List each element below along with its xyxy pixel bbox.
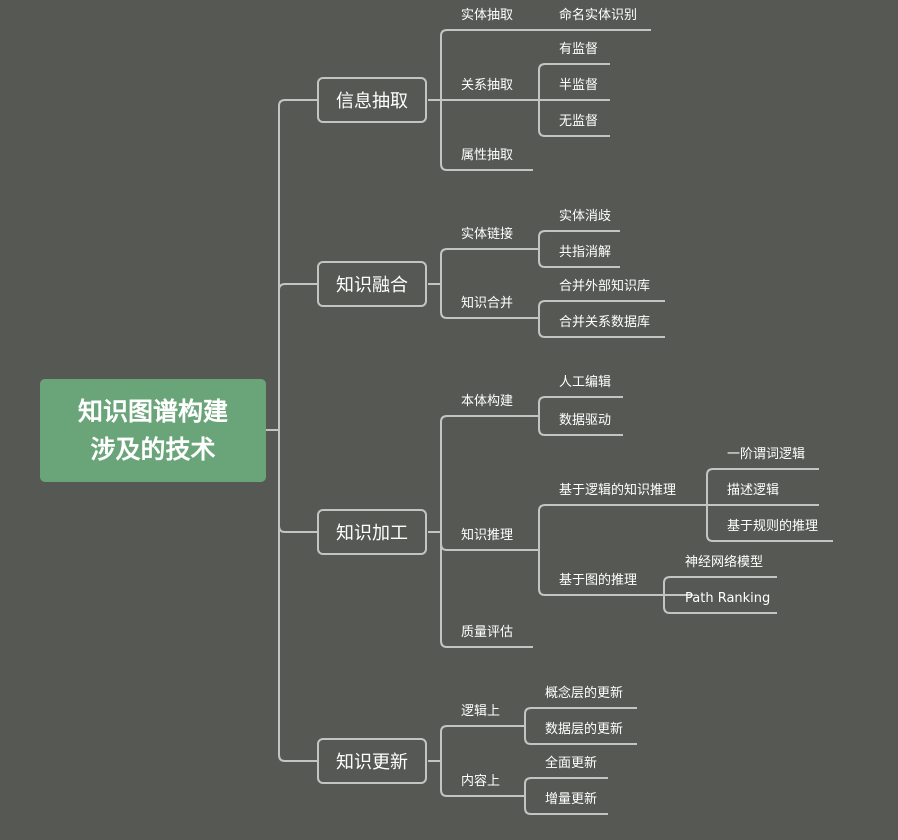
logical-connector-0 <box>524 707 637 726</box>
leaf-data-driven[interactable]: 数据驱动 <box>559 413 612 428</box>
linking-connector-1 <box>538 249 620 268</box>
subtopic-graph-based-reasoning[interactable]: 基于图的推理 <box>559 573 638 588</box>
relation-connector-2 <box>538 100 610 137</box>
processing-connector-0 <box>440 415 533 532</box>
subtopic-logic-based-reasoning[interactable]: 基于逻辑的知识推理 <box>559 483 677 498</box>
logic-connector-a-0 <box>706 468 819 505</box>
content-connector-1 <box>524 796 608 815</box>
merging-connector-1 <box>538 318 665 338</box>
root-connector-0 <box>278 99 317 430</box>
graph-connector-1 <box>663 595 777 614</box>
leaf-merge-external-kb[interactable]: 合并外部知识库 <box>559 279 651 294</box>
leaf-named-entity-recognition[interactable]: 命名实体识别 <box>559 8 638 23</box>
fusion-connector-1 <box>440 284 533 319</box>
root-topic-line-1: 知识图谱构建 <box>77 396 228 426</box>
content-connector-0 <box>524 777 608 796</box>
leaf-path-ranking[interactable]: Path Ranking <box>685 591 771 606</box>
ontology-connector-1 <box>538 416 623 436</box>
leaf-neural-network-model[interactable]: 神经网络模型 <box>685 555 764 570</box>
topic-knowledge-update[interactable]: 知识更新 <box>317 738 427 784</box>
topic-info-extraction[interactable]: 信息抽取 <box>317 77 427 123</box>
leaf-coreference-resolution[interactable]: 共指消解 <box>559 245 612 260</box>
relation-connector-0 <box>538 63 610 100</box>
subtopic-quality-assessment[interactable]: 质量评估 <box>461 625 514 640</box>
root-connector-2 <box>278 430 317 533</box>
subtopic-content-level[interactable]: 内容上 <box>461 774 501 789</box>
leaf-first-order-logic[interactable]: 一阶谓词逻辑 <box>727 447 806 462</box>
leaf-manual-editing[interactable]: 人工编辑 <box>559 375 612 390</box>
subtopic-entity-linking[interactable]: 实体链接 <box>461 227 514 242</box>
logical-connector-1 <box>524 726 637 745</box>
root-connector-3 <box>278 430 317 762</box>
subtopic-ontology-construction[interactable]: 本体构建 <box>461 394 514 409</box>
subtopic-attribute-extraction[interactable]: 属性抽取 <box>461 148 514 163</box>
linking-connector-0 <box>538 230 620 249</box>
reasoning-connector-1 <box>538 550 693 596</box>
leaf-data-layer-update[interactable]: 数据层的更新 <box>545 722 624 737</box>
logic-connector-b-0 <box>706 505 833 542</box>
info-connector-0 <box>440 29 533 100</box>
leaf-unsupervised[interactable]: 无监督 <box>559 114 599 129</box>
subtopic-entity-extraction[interactable]: 实体抽取 <box>461 8 514 23</box>
subtopic-relation-extraction[interactable]: 关系抽取 <box>461 78 514 93</box>
merging-connector-0 <box>538 300 665 318</box>
leaf-incremental-update[interactable]: 增量更新 <box>545 792 598 807</box>
leaf-concept-layer-update[interactable]: 概念层的更新 <box>545 686 624 701</box>
leaf-entity-disambiguation[interactable]: 实体消歧 <box>559 209 612 224</box>
leaf-description-logic[interactable]: 描述逻辑 <box>727 483 780 498</box>
graph-connector-0 <box>663 576 777 595</box>
reasoning-connector-0 <box>538 504 693 550</box>
subtopic-knowledge-reasoning[interactable]: 知识推理 <box>461 528 514 543</box>
root-topic[interactable]: 知识图谱构建 涉及的技术 <box>40 379 266 482</box>
info-connector-2 <box>440 100 533 171</box>
topic-knowledge-fusion[interactable]: 知识融合 <box>317 261 427 307</box>
update-connector-0 <box>440 725 519 761</box>
processing-connector-2 <box>440 532 533 648</box>
subtopic-knowledge-merging[interactable]: 知识合并 <box>461 296 514 311</box>
leaf-rule-based-reasoning[interactable]: 基于规则的推理 <box>727 519 819 534</box>
leaf-supervised[interactable]: 有监督 <box>559 42 599 57</box>
update-connector-1 <box>440 761 519 797</box>
topic-knowledge-processing[interactable]: 知识加工 <box>317 509 427 555</box>
ontology-connector-0 <box>538 396 623 416</box>
fusion-connector-0 <box>440 248 533 284</box>
subtopic-logical-level[interactable]: 逻辑上 <box>461 704 501 719</box>
leaf-semi-supervised[interactable]: 半监督 <box>559 78 599 93</box>
leaf-full-update[interactable]: 全面更新 <box>545 756 598 771</box>
leaf-merge-relational-db[interactable]: 合并关系数据库 <box>559 315 651 330</box>
root-topic-line-2: 涉及的技术 <box>90 434 216 464</box>
root-connector-1 <box>278 283 317 430</box>
